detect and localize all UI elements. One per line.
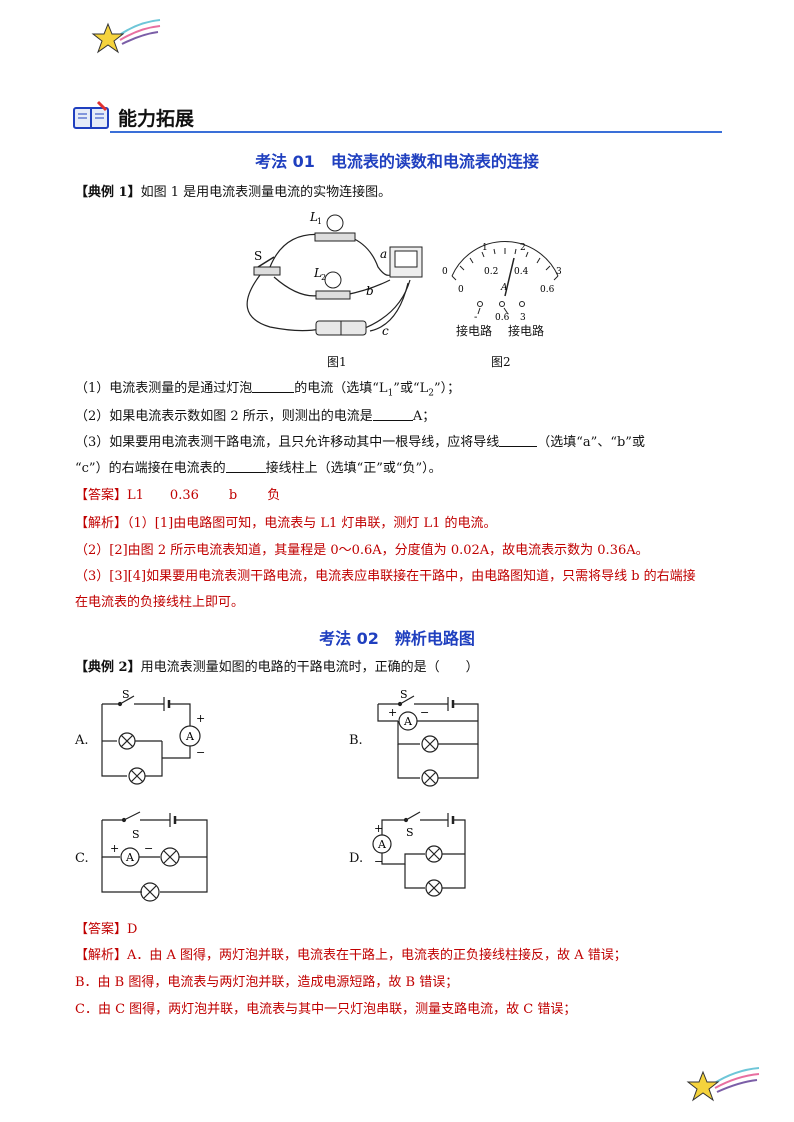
header-title: 能力拓展 — [118, 108, 195, 130]
svg-text:-: - — [474, 312, 477, 323]
svg-text:S: S — [132, 828, 140, 841]
option-b-label[interactable]: B. — [349, 733, 363, 748]
section1-title: 考法 01 电流表的读数和电流表的连接 — [255, 152, 539, 171]
svg-text:3: 3 — [520, 313, 526, 323]
example2-line: 【典例 2】用电流表测量如图的电路的干路电流时，正确的是（ ） — [75, 660, 479, 675]
svg-text:A: A — [500, 283, 508, 293]
svg-text:L: L — [313, 266, 322, 280]
analysis1-line1: 【解析】（1）[1]由电路图可知，电流表与 L1 灯串联，测灯 L1 的电流。 — [75, 516, 497, 531]
blank-4[interactable] — [225, 460, 266, 473]
svg-text:A: A — [377, 838, 387, 851]
svg-text:1: 1 — [482, 243, 488, 253]
option-d-circuit: S A + − — [372, 811, 466, 897]
figure1-caption: 图1 — [327, 355, 347, 369]
analysis1-line2: （2）[2]由图 2 所示电流表知道，其量程是 0～0.6A，分度值为 0.02… — [75, 543, 649, 558]
answer1-value-4: 负 — [267, 488, 281, 503]
blank-3[interactable] — [499, 434, 538, 447]
question3-line1: （3）如果要用电流表测干路电流，且只允许移动其中一根导线，应将导线（选填“a”、… — [75, 434, 645, 450]
analysis2-line-c: C．由 C 图得，两灯泡并联，电流表与其中一只灯泡串联，测量支路电流，故 C 错… — [75, 1002, 577, 1017]
book-icon — [73, 100, 109, 129]
blank-2[interactable] — [372, 408, 413, 421]
example1-text: 如图 1 是用电流表测量电流的实物连接图。 — [140, 185, 392, 200]
svg-text:−: − — [196, 746, 205, 759]
svg-text:0.6: 0.6 — [495, 313, 510, 323]
svg-text:a: a — [380, 247, 387, 261]
question1: （1）电流表测量的是通过灯泡的电流（选填“L1”或“L2”）； — [75, 380, 461, 399]
svg-text:+: + — [388, 706, 397, 719]
svg-text:c: c — [382, 324, 389, 338]
figure2-ammeter-dial: 0 1 2 3 0 0.2 0.4 0.6 A - 0.6 3 — [442, 241, 562, 323]
answer1-value-1: L1 — [127, 488, 144, 503]
svg-text:+: + — [110, 842, 119, 855]
option-c-circuit: S A + − — [101, 811, 208, 902]
svg-text:A: A — [403, 715, 413, 728]
svg-text:0: 0 — [442, 267, 448, 277]
svg-text:S: S — [400, 688, 408, 701]
answer1-value-3: b — [228, 488, 238, 503]
svg-text:S: S — [122, 688, 130, 701]
star-decoration-top — [91, 19, 161, 54]
example1-tag: 【典例 1】 — [75, 185, 141, 200]
figure2-caption: 图2 — [491, 355, 511, 369]
svg-text:−: − — [420, 706, 429, 719]
svg-text:0.6: 0.6 — [540, 285, 555, 295]
svg-text:S: S — [406, 826, 414, 839]
svg-text:b: b — [366, 284, 374, 298]
analysis1-line4: 在电流表的负接线柱上即可。 — [75, 595, 245, 610]
svg-text:+: + — [196, 712, 205, 725]
svg-text:−: − — [144, 842, 153, 855]
option-a-label[interactable]: A. — [75, 733, 89, 748]
option-c-label[interactable]: C. — [75, 851, 89, 866]
answer2-value: D — [127, 922, 138, 937]
analysis1-line3: （3）[3][4]如果要用电流表测干路电流，电流表应串联接在干路中，由电路图知道… — [75, 569, 696, 584]
analysis2-line-b: B．由 B 图得，电流表与两灯泡并联，造成电源短路，故 B 错误； — [75, 975, 459, 990]
svg-text:+: + — [374, 822, 383, 835]
svg-text:L: L — [309, 210, 318, 224]
analysis2-line-a: 【解析】A．由 A 图得，两灯泡并联，电流表在干路上，电流表的正负接线柱接反，故… — [75, 948, 627, 963]
blank-1[interactable] — [252, 380, 295, 393]
svg-text:0: 0 — [458, 285, 464, 295]
example1-line: 【典例 1】如图 1 是用电流表测量电流的实物连接图。 — [75, 185, 391, 201]
svg-text:0.4: 0.4 — [514, 267, 529, 277]
svg-text:2: 2 — [520, 243, 526, 253]
svg-text:1: 1 — [317, 217, 322, 226]
star-decoration-bottom — [686, 1067, 760, 1102]
svg-text:−: − — [374, 855, 383, 868]
question3-line2: “c”）的右端接在电流表的接线柱上（选填“正”或“负”）。 — [75, 460, 442, 476]
header-rule — [110, 131, 722, 133]
section2-title: 考法 02 辨析电路图 — [319, 629, 475, 648]
svg-text:2: 2 — [321, 273, 326, 282]
svg-text:A: A — [125, 851, 135, 864]
option-a-circuit: S A + − — [101, 688, 205, 785]
answer2-line: 【答案】D — [75, 922, 138, 937]
figure2-terminal-label-2: 接电路 — [508, 324, 545, 338]
svg-text:3: 3 — [556, 267, 562, 277]
svg-text:S: S — [254, 249, 262, 263]
option-b-circuit: S A + − — [377, 688, 479, 787]
svg-text:A: A — [185, 730, 195, 743]
figure2-terminal-label-1: 接电路 — [456, 324, 493, 338]
svg-text:0.2: 0.2 — [484, 267, 498, 277]
option-d-label[interactable]: D. — [349, 851, 364, 866]
answer1-value-2: 0.36 — [169, 488, 199, 503]
